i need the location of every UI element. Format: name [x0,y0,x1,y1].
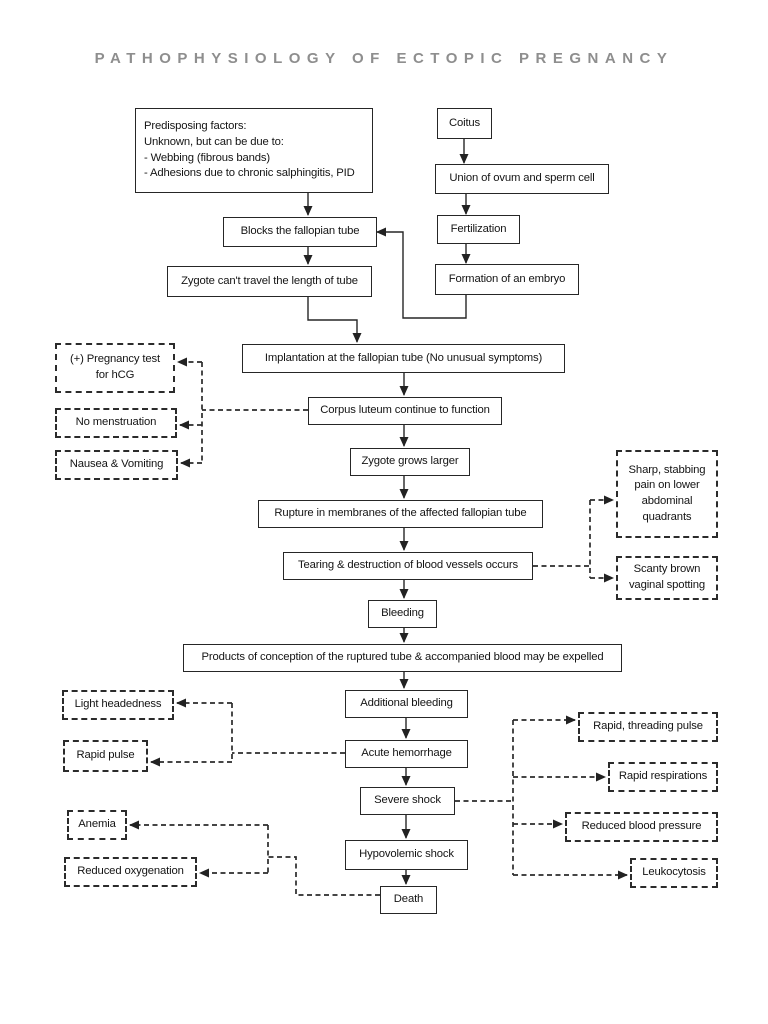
dashed-acute-symptom-trunk [231,703,345,762]
node-formation-embryo: Formation of an embryo [435,264,579,295]
node-fertilization: Fertilization [437,215,520,244]
sign-reduced-blood-pressure: Reduced blood pressure [565,812,718,842]
sign-light-headedness: Light headedness [62,690,174,720]
node-rupture-membranes: Rupture in membranes of the affected fal… [258,500,543,528]
sign-scanty-brown-spotting: Scanty brown vaginal spotting [616,556,718,600]
node-tearing-blood-vessels: Tearing & destruction of blood vessels o… [283,552,533,580]
node-implantation: Implantation at the fallopian tube (No u… [242,344,565,373]
sign-no-menstruation: No menstruation [55,408,177,438]
sign-rapid-threading-pulse: Rapid, threading pulse [578,712,718,742]
arrow-zygotecant-implantation [307,297,362,343]
sign-reduced-oxygenation: Reduced oxygenation [64,857,197,887]
sign-nausea-vomiting: Nausea & Vomiting [55,450,178,480]
node-products-expelled: Products of conception of the ruptured t… [183,644,622,672]
sign-leukocytosis: Leukocytosis [630,858,718,888]
node-corpus-luteum: Corpus luteum continue to function [308,397,502,425]
node-blocks-fallopian-tube: Blocks the fallopian tube [223,217,377,247]
node-hypovolemic-shock: Hypovolemic shock [345,840,468,870]
node-bleeding: Bleeding [368,600,437,628]
sign-anemia: Anemia [67,810,127,840]
node-acute-hemorrhage: Acute hemorrhage [345,740,468,768]
node-coitus: Coitus [437,108,492,139]
node-union-ovum-sperm: Union of ovum and sperm cell [435,164,609,194]
sign-rapid-respirations: Rapid respirations [608,762,718,792]
node-zygote-cant-travel: Zygote can't travel the length of tube [167,266,372,297]
sign-sharp-stabbing-pain: Sharp, stabbing pain on lower abdominal … [616,450,718,538]
sign-rapid-pulse: Rapid pulse [63,740,148,772]
node-severe-shock: Severe shock [360,787,455,815]
sign-pregnancy-test-hcg: (+) Pregnancy test for hCG [55,343,175,393]
node-predisposing-factors: Predisposing factors: Unknown, but can b… [135,108,373,193]
node-zygote-grows: Zygote grows larger [350,448,470,476]
dashed-corpus-symptom-trunk [201,362,308,463]
page-title: PATHOPHYSIOLOGY OF ECTOPIC PREGNANCY [94,50,674,67]
node-death: Death [380,886,437,914]
node-additional-bleeding: Additional bleeding [345,690,468,718]
